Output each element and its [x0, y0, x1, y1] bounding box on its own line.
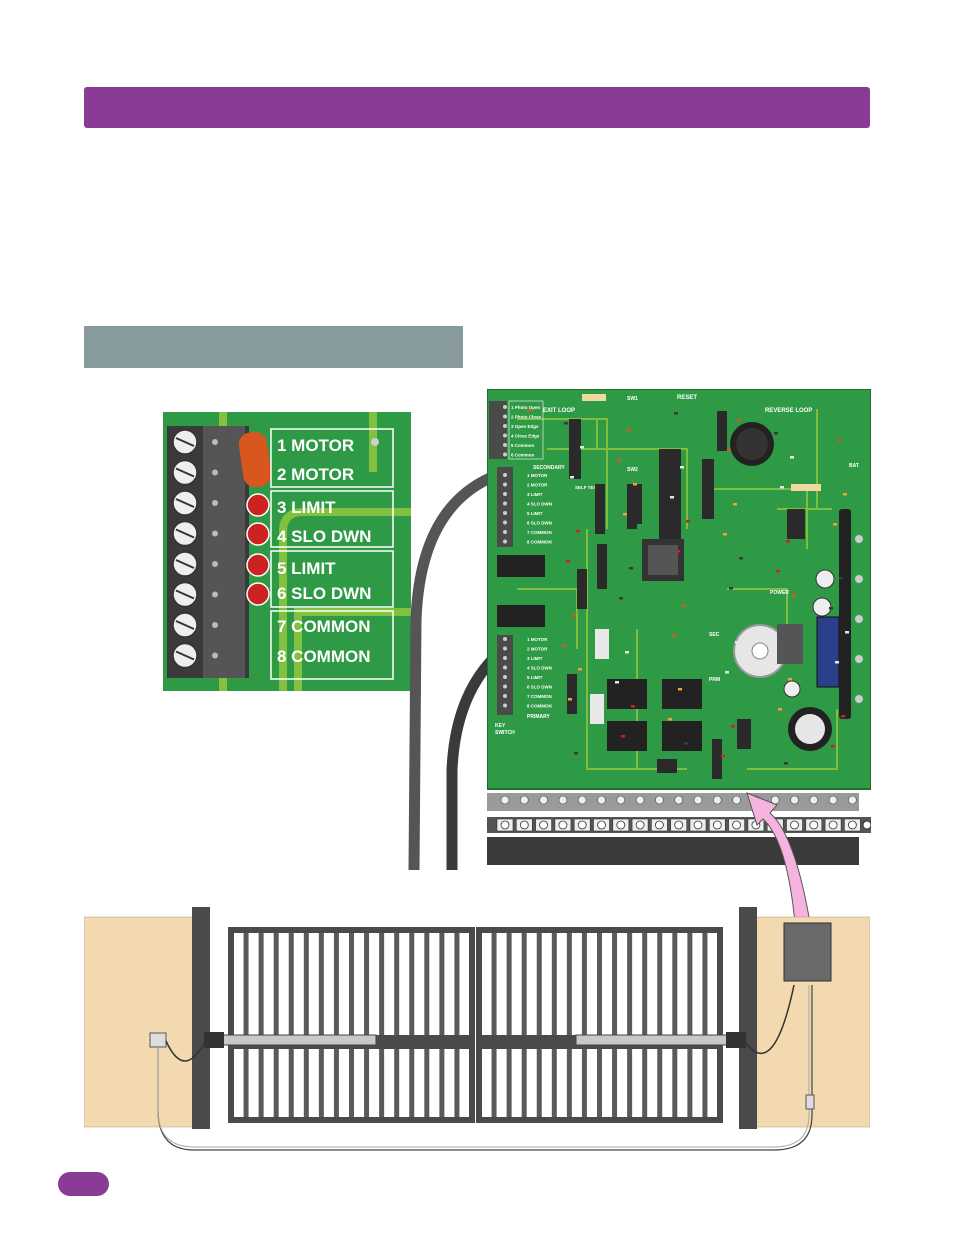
board-terminal-label: 5 LIMIT	[527, 511, 543, 516]
board-terminal-label: 3 Open Edge	[511, 424, 539, 429]
primary-label: PRIMARY	[527, 714, 551, 720]
self-test-label: SELF TEST	[575, 485, 600, 490]
label-4-slo-dwn: 4 SLO DWN	[277, 527, 371, 546]
left-post	[192, 907, 210, 1129]
board-terminal-label: 7 COMMON	[527, 694, 552, 699]
sec-label: SEC	[709, 632, 720, 638]
secondary-label: SECONDARY	[533, 465, 565, 471]
gate-leaf	[476, 927, 723, 1123]
prm-label: PRM	[709, 677, 720, 683]
board-terminal-label: 5 Common	[511, 443, 535, 448]
board-terminal-label: 1 MOTOR	[527, 637, 548, 642]
label-6-slo-dwn: 6 SLO DWN	[277, 584, 371, 603]
key-switch-label-1: KEY	[495, 723, 506, 729]
pointer-arrow	[746, 792, 811, 924]
gate-scene	[84, 907, 870, 1151]
fuse	[238, 431, 272, 488]
label-3-limit: 3 LIMIT	[277, 498, 336, 517]
key-switch-label-2: SWITCH	[495, 730, 515, 736]
reset-label: RESET	[677, 395, 697, 401]
board-terminal-label: 6 Common	[511, 453, 535, 458]
reverse-loop-label: REVERSE LOOP	[765, 408, 812, 414]
board-terminal-label: 4 SLO DWN	[527, 502, 552, 507]
board-terminal-label: 4 SLO DWN	[527, 666, 552, 671]
board-terminal-label: 6 SLO DWN	[527, 521, 552, 526]
board-terminal-label: 4 Close Edge	[511, 434, 540, 439]
board-terminal-label: 2 MOTOR	[527, 483, 548, 488]
exit-loop-label: EXIT LOOP	[543, 408, 575, 414]
gate-leaf	[228, 927, 475, 1123]
bat-label: BAT	[849, 463, 859, 469]
right-post	[739, 907, 757, 1129]
board-terminal-label: 2 Photo Close	[511, 415, 542, 420]
board-terminal-label: 8 COMMON	[527, 704, 552, 709]
terminal-closeup: 1 MOTOR 2 MOTOR 3 LIMIT 4 SLO DWN 5 LIMI…	[163, 412, 411, 691]
label-7-common: 7 COMMON	[277, 617, 371, 636]
board-terminal-label: 3 LIMIT	[527, 492, 543, 497]
subtitle-bar	[84, 326, 463, 368]
board-terminal-label: 1 MOTOR	[527, 473, 548, 478]
control-box	[783, 922, 832, 982]
board-terminal-label: 3 LIMIT	[527, 656, 543, 661]
label-8-common: 8 COMMON	[277, 647, 371, 666]
board-terminal-label: 8 COMMON	[527, 540, 552, 545]
title-bar	[84, 87, 870, 128]
board-terminal-label: 5 LIMIT	[527, 675, 543, 680]
label-2-motor: 2 MOTOR	[277, 465, 354, 484]
board-terminal-label: 2 MOTOR	[527, 647, 548, 652]
label-1-motor: 1 MOTOR	[277, 436, 354, 455]
label-5-limit: 5 LIMIT	[277, 559, 336, 578]
board-terminal-label: 6 SLO DWN	[527, 685, 552, 690]
page-number-tab	[58, 1172, 109, 1196]
board-terminal-label: 7 COMMON	[527, 530, 552, 535]
sw2-label: SW2	[627, 467, 638, 473]
power-label: POWER	[770, 590, 789, 596]
cables	[408, 472, 497, 871]
circuit-board: EXIT LOOP RESET REVERSE LOOP SW1 SW2 BAT…	[487, 389, 871, 865]
board-terminal-label: 1 Photo Open	[511, 405, 541, 410]
sw1-label: SW1	[627, 396, 638, 402]
